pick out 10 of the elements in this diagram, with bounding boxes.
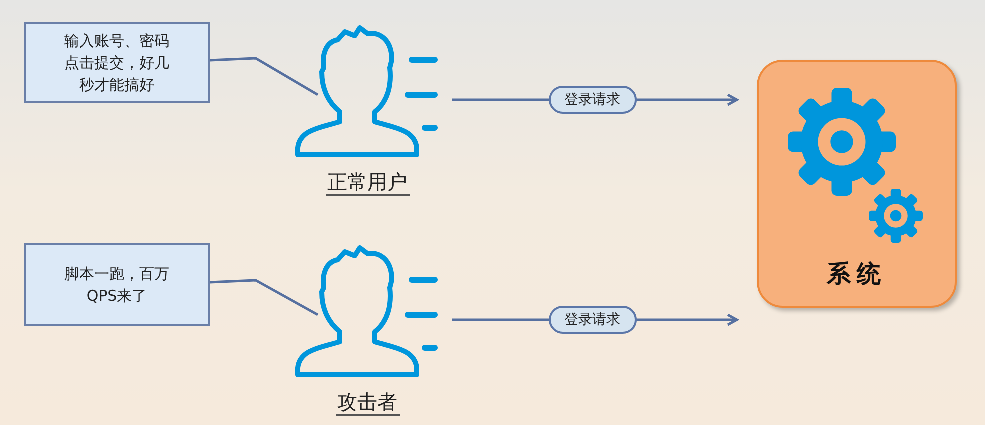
leader-line [210, 279, 319, 316]
callout-box: 脚本一跑，百万QPS来了 [24, 243, 210, 326]
system-box [757, 60, 957, 308]
node-label: 正常用户 [326, 170, 410, 196]
leader-line [210, 57, 319, 96]
callout-box: 输入账号、密码点击提交，好几秒才能搞好 [24, 22, 210, 103]
node-label: 攻击者 [336, 390, 400, 416]
edge-label: 登录请求 [548, 306, 636, 334]
edge-label: 登录请求 [548, 86, 636, 114]
node-label: 系统 [826, 259, 888, 290]
